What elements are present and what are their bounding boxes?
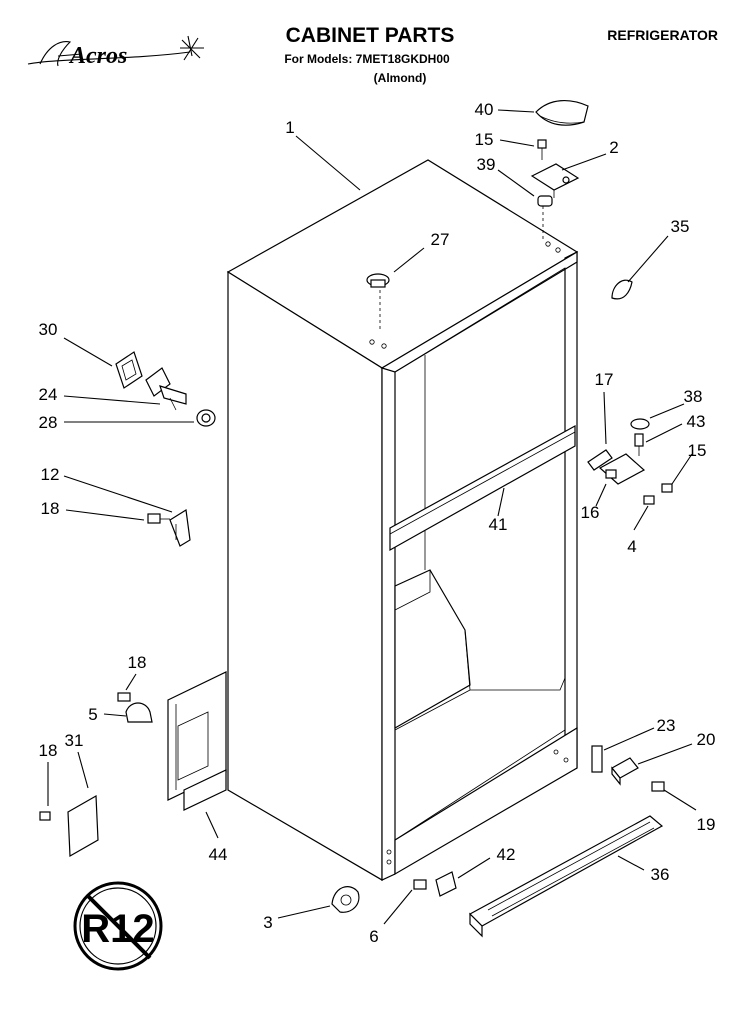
part-36-toe-grille xyxy=(469,815,664,938)
part-23-bracket xyxy=(591,745,603,773)
part-18-screw-upper xyxy=(147,513,170,524)
color-line: (Almond) xyxy=(374,71,427,85)
star-icon xyxy=(180,35,204,61)
callout-18-middle: 18 xyxy=(128,653,147,672)
part-28-ring xyxy=(196,409,216,427)
callout-3: 3 xyxy=(263,913,272,932)
callout-18-lower: 18 xyxy=(39,741,58,760)
section-label: REFRIGERATOR xyxy=(607,27,718,43)
callout-40: 40 xyxy=(475,100,494,119)
callout-2: 2 xyxy=(609,138,618,157)
brand-name: Acros xyxy=(68,43,127,69)
part-12-bracket xyxy=(169,508,191,547)
part-24-shaft xyxy=(145,367,187,411)
r12-badge: R12 xyxy=(73,881,163,971)
callout-labels: 1 2 3 4 5 6 12 15 15 16 17 18 18 18 19 2… xyxy=(39,100,716,946)
callout-41: 41 xyxy=(489,515,508,534)
part-27-plug-button xyxy=(366,273,390,288)
callout-4: 4 xyxy=(627,537,636,556)
cabinet-body xyxy=(226,159,579,882)
part-17-bracket xyxy=(587,449,613,471)
callout-1: 1 xyxy=(285,118,294,137)
callout-36: 36 xyxy=(651,865,670,884)
callout-42: 42 xyxy=(497,845,516,864)
part-5-clip xyxy=(125,702,153,723)
part-3-roller xyxy=(331,886,360,913)
callout-18-upper: 18 xyxy=(41,499,60,518)
part-35-hinge-cover xyxy=(611,279,633,300)
callout-30: 30 xyxy=(39,320,58,339)
part-20-bottom-hinge xyxy=(611,757,639,786)
callout-39: 39 xyxy=(477,155,496,174)
callout-17: 17 xyxy=(595,370,614,389)
part-2-top-hinge xyxy=(530,163,580,198)
brand-logo: Acros xyxy=(27,35,204,69)
part-15-screw-top xyxy=(537,139,547,160)
part-30-bezel xyxy=(115,351,143,389)
r12-badge-text: R12 xyxy=(81,907,154,951)
part-40-hinge-cover xyxy=(535,100,589,126)
callout-24: 24 xyxy=(39,385,58,404)
part-15-screw-mid xyxy=(661,483,673,493)
part-4-screw xyxy=(643,495,655,505)
callout-20: 20 xyxy=(697,730,716,749)
models-line: For Models: 7MET18GKDH00 xyxy=(284,52,450,66)
callout-12: 12 xyxy=(41,465,60,484)
callout-6: 6 xyxy=(369,927,378,946)
part-6-screw xyxy=(413,879,427,890)
part-18-screw-middle xyxy=(117,692,131,702)
callout-44: 44 xyxy=(209,845,228,864)
part-44-mounting-plate xyxy=(167,671,227,811)
callout-38: 38 xyxy=(684,387,703,406)
callout-31: 31 xyxy=(65,731,84,750)
callout-15-top: 15 xyxy=(475,130,494,149)
part-19-screw xyxy=(651,781,665,792)
callout-23: 23 xyxy=(657,716,676,735)
callout-27: 27 xyxy=(431,230,450,249)
leader-lines xyxy=(47,109,697,925)
part-31-cover xyxy=(67,794,99,858)
part-42-clip xyxy=(435,871,457,897)
part-39-bushing xyxy=(537,195,553,207)
callout-19: 19 xyxy=(697,815,716,834)
callout-43: 43 xyxy=(687,412,706,431)
callout-28: 28 xyxy=(39,413,58,432)
part-16-center-hinge xyxy=(598,453,646,485)
callout-35: 35 xyxy=(671,217,690,236)
part-18-screw-lower xyxy=(39,811,51,821)
page-title: CABINET PARTS xyxy=(286,24,455,47)
part-38-washer xyxy=(630,418,650,430)
callout-16: 16 xyxy=(581,503,600,522)
callout-15-mid: 15 xyxy=(688,441,707,460)
part-43-pin xyxy=(634,433,644,456)
callout-5: 5 xyxy=(88,705,97,724)
